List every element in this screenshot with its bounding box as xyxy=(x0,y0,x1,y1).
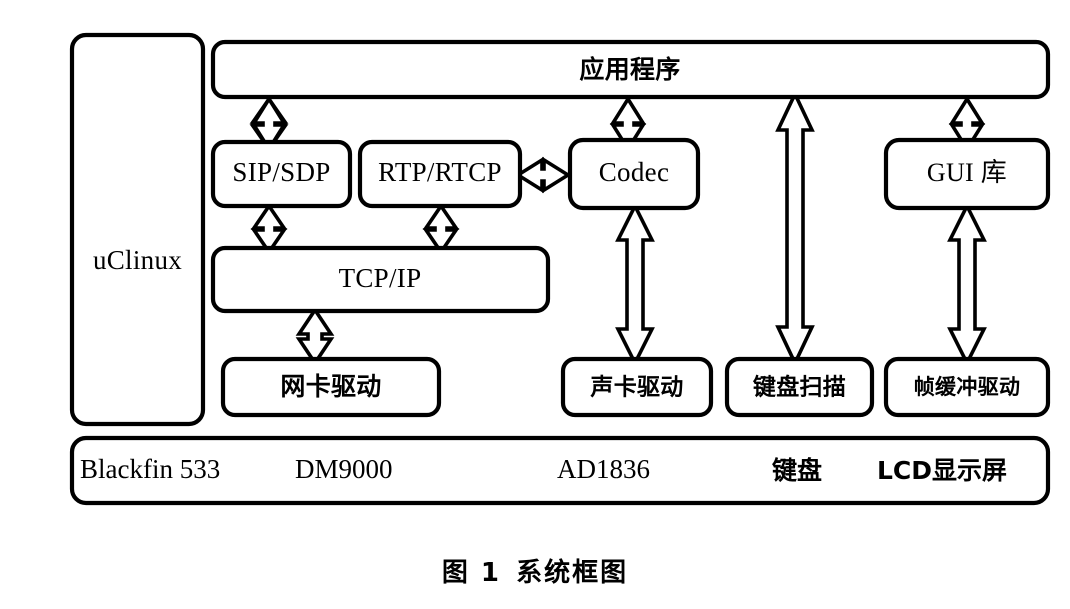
figure-caption-title: 系统框图 xyxy=(516,558,629,588)
node-uclinux[interactable]: uClinux xyxy=(69,32,206,427)
node-framebuffer-driver-label: 帧缓冲驱动 xyxy=(914,375,1021,399)
hardware-item-keyboard: 键盘 xyxy=(772,456,822,485)
hardware-item-lcd-display: LCD显示屏 xyxy=(877,456,1007,485)
node-codec[interactable]: Codec xyxy=(567,137,701,211)
arrow-gui-lib-framebuffer-driver xyxy=(947,201,987,368)
node-gui-lib-label: GUI 库 xyxy=(927,158,1007,187)
arrow-rtp-rtcp-tcp-ip xyxy=(422,202,460,256)
node-rtp-rtcp-label: RTP/RTCP xyxy=(378,157,502,187)
node-rtp-rtcp[interactable]: RTP/RTCP xyxy=(357,139,523,209)
hardware-item-blackfin-533: Blackfin 533 xyxy=(80,454,220,484)
arrow-tcp-ip-nic-driver xyxy=(295,306,335,367)
arrow-application-keyboard-scan xyxy=(775,89,815,368)
hardware-item-dm9000: DM9000 xyxy=(295,454,393,484)
node-tcp-ip[interactable]: TCP/IP xyxy=(210,245,551,314)
node-sound-driver-label: 声卡驱动 xyxy=(590,375,683,401)
hardware-item-ad1836: AD1836 xyxy=(557,454,650,484)
node-framebuffer-driver[interactable]: 帧缓冲驱动 xyxy=(883,356,1051,418)
arrow-codec-sound-driver xyxy=(615,201,655,368)
node-gui-lib[interactable]: GUI 库 xyxy=(883,137,1051,211)
node-nic-driver-label: 网卡驱动 xyxy=(280,372,381,401)
node-tcp-ip-label: TCP/IP xyxy=(339,263,422,293)
node-codec-label: Codec xyxy=(599,157,669,187)
node-keyboard-scan[interactable]: 键盘扫描 xyxy=(724,356,875,418)
node-sip-sdp[interactable]: SIP/SDP xyxy=(210,139,353,209)
figure-caption: 图 1 系统框图 xyxy=(0,552,1070,589)
node-sound-driver[interactable]: 声卡驱动 xyxy=(560,356,714,418)
arrow-rtp-rtcp-codec xyxy=(514,156,572,194)
node-nic-driver[interactable]: 网卡驱动 xyxy=(220,356,442,418)
node-uclinux-label: uClinux xyxy=(93,245,182,275)
figure-caption-number: 图 1 xyxy=(441,558,502,588)
node-application[interactable]: 应用程序 xyxy=(210,39,1051,100)
node-application-label: 应用程序 xyxy=(579,55,680,84)
node-keyboard-scan-label: 键盘扫描 xyxy=(753,374,846,401)
node-sip-sdp-label: SIP/SDP xyxy=(232,157,330,187)
hardware-bar[interactable]: Blackfin 533 DM9000 AD1836 键盘 LCD显示屏 xyxy=(69,435,1051,506)
arrow-sip-sdp-tcp-ip xyxy=(250,202,288,256)
